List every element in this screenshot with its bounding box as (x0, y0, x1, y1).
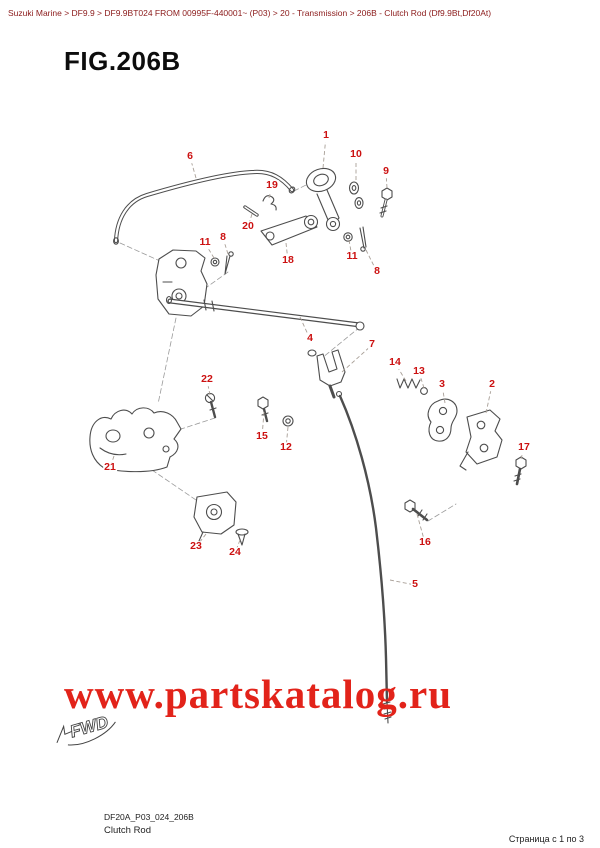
part-callout-12[interactable]: 12 (279, 441, 293, 454)
lever-arm (260, 214, 319, 246)
bolt-16 (404, 499, 429, 522)
washer-left (210, 257, 220, 267)
part-callout-1[interactable]: 1 (322, 129, 330, 142)
part-callout-10[interactable]: 10 (349, 148, 363, 161)
clutch-rod-long (335, 390, 392, 724)
washer-pair (348, 181, 364, 209)
clutch-fork (307, 349, 346, 399)
cotter-pin-left (224, 251, 234, 275)
part-callout-19[interactable]: 19 (265, 179, 279, 192)
washer-12 (282, 415, 294, 427)
construction-lines (119, 182, 457, 522)
part-callout-22[interactable]: 22 (200, 373, 214, 386)
bolt-17 (513, 456, 527, 486)
pin-part (243, 205, 259, 217)
bolt-9 (379, 187, 393, 218)
part-callout-2[interactable]: 2 (488, 378, 496, 391)
part-callout-4[interactable]: 4 (306, 332, 314, 345)
part-callout-8[interactable]: 8 (219, 231, 227, 244)
part-callout-21[interactable]: 21 (103, 461, 117, 474)
part-callout-23[interactable]: 23 (189, 540, 203, 553)
screw-22 (204, 392, 217, 419)
screw-24 (235, 528, 249, 546)
part-callout-8[interactable]: 8 (373, 265, 381, 278)
part-callout-11[interactable]: 11 (198, 236, 212, 249)
clip-part (262, 195, 277, 211)
shift-guide-rod (113, 169, 296, 245)
breadcrumb[interactable]: Suzuki Marine > DF9.9 > DF9.9BT024 FROM … (8, 8, 492, 18)
part-callout-14[interactable]: 14 (388, 356, 402, 369)
part-callout-3[interactable]: 3 (438, 378, 446, 391)
watermark: www.partskatalog.ru (64, 671, 453, 717)
part-callout-6[interactable]: 6 (186, 150, 194, 163)
part-callout-9[interactable]: 9 (382, 165, 390, 178)
page-info: Страница с 1 по 3 (508, 834, 584, 844)
shift-cam (427, 398, 458, 442)
bolt-15 (257, 396, 269, 423)
part-callout-24[interactable]: 24 (228, 546, 242, 559)
part-callout-16[interactable]: 16 (418, 536, 432, 549)
spring-part (396, 378, 421, 389)
part-callout-18[interactable]: 18 (281, 254, 295, 267)
figure-caption: Clutch Rod (104, 825, 151, 836)
drawing-code: DF20A_P03_024_206B (104, 812, 194, 822)
cam-bracket (459, 409, 503, 471)
cotter-pin-right (359, 226, 367, 252)
washer-right (343, 232, 353, 242)
fwd-arrow-icon (56, 724, 73, 744)
fwd-label: FWD (68, 712, 110, 741)
part-callout-7[interactable]: 7 (368, 338, 376, 351)
fwd-logo: FWD (56, 712, 116, 746)
part-callout-20[interactable]: 20 (241, 220, 255, 233)
part-callout-5[interactable]: 5 (411, 578, 419, 591)
switch-body (193, 491, 237, 542)
clutch-shaft (165, 295, 365, 331)
part-callout-17[interactable]: 17 (517, 441, 531, 454)
figure-title: FIG.206B (64, 46, 181, 76)
clutch-arm (305, 167, 341, 232)
part-callout-11[interactable]: 11 (345, 250, 359, 263)
part-callout-15[interactable]: 15 (255, 430, 269, 443)
part-callout-13[interactable]: 13 (412, 365, 426, 378)
